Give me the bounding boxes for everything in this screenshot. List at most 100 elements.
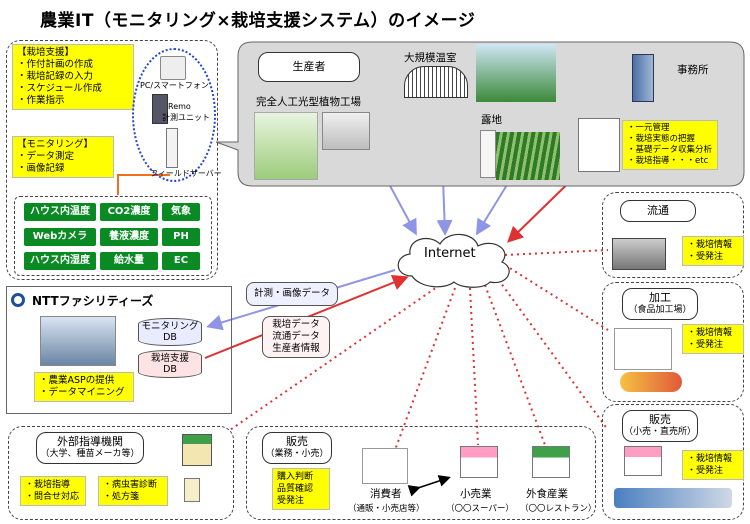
- field-sensor-image: [480, 130, 496, 178]
- external-guidance-box-1: ・栽培指導 ・問合せ対応: [20, 476, 86, 506]
- processing-item: ・受発注: [687, 340, 724, 350]
- truck-factory-icon: [612, 238, 666, 270]
- smartphone-icon: [160, 56, 186, 80]
- measurement-data-label: 計測・画像データ: [246, 282, 338, 306]
- device-phone-label: PC/スマートフォン: [140, 81, 209, 90]
- office-item: ・基礎データ収集分析: [627, 145, 713, 155]
- office-item: ・栽培実態の把握: [627, 134, 696, 144]
- consumer-label: 消費者: [370, 488, 402, 500]
- external-item: ・病虫害診断: [103, 480, 158, 490]
- monitoring-box: 【モニタリング】 ・データ測定 ・画像記録: [12, 136, 114, 178]
- remote-unit-icon: [152, 94, 168, 124]
- cultivation-item: ・作付計画の作成: [17, 59, 94, 70]
- purchase-item: 品質確認: [277, 484, 314, 494]
- purchase-item: 購入判断: [277, 472, 314, 482]
- external-item: ・処方箋: [103, 492, 140, 502]
- external-item: ・栽培指導: [25, 480, 71, 490]
- returned-data-item: 生産者情報: [272, 343, 320, 354]
- sensor-ec: EC: [162, 252, 200, 270]
- retail-sales-label-box: 販売 （小売・直売所）: [622, 410, 698, 442]
- returned-data-item: 栽培データ: [272, 319, 320, 330]
- external-label: 外部指導機関: [57, 435, 123, 448]
- office-item: ・一元管理: [627, 123, 670, 133]
- sensor-weather: 気象: [162, 203, 200, 221]
- returned-data-box: 栽培データ 流通データ 生産者情報: [262, 316, 330, 358]
- returned-data-item: 流通データ: [272, 331, 320, 342]
- external-guidance-panel: [8, 426, 234, 520]
- control-room-image: [40, 316, 116, 366]
- food-service-sub-label: （〇〇レストラン）: [520, 504, 597, 514]
- cultivation-db-line: DB: [163, 364, 177, 375]
- asp-item: ・農業ASPの提供: [39, 375, 115, 386]
- open-field-image: [496, 132, 560, 180]
- distribution-label: 流通: [620, 200, 696, 222]
- ntt-logo-icon: [11, 293, 25, 307]
- field-server-label: フィールドサーバー: [150, 169, 222, 178]
- purchase-decision-box: 購入判断 品質確認 受発注: [272, 468, 330, 510]
- sensor-webcam: Webカメラ: [24, 228, 96, 246]
- monitoring-db: モニタリング DB: [138, 318, 202, 346]
- business-sales-label-box: 販売 （業務・小売）: [262, 432, 332, 464]
- shop-icon: [624, 446, 662, 476]
- external-sub-label: （大学、種苗メーカ等）: [40, 449, 140, 459]
- internet-cloud-icon: [397, 233, 510, 288]
- sensor-grid-frame: [14, 196, 212, 276]
- institution-building-icon: [182, 434, 212, 466]
- business-sales-panel: [246, 426, 596, 520]
- retail-sales-item: ・受発注: [687, 466, 724, 476]
- food-items-icon: [620, 372, 682, 392]
- arrow-field-internet: [475, 179, 511, 236]
- retail-sales-item: ・栽培情報: [687, 454, 733, 464]
- producer-label: 生産者: [258, 52, 360, 82]
- plant-factory-label: 完全人工光型植物工場: [256, 96, 361, 108]
- greenhouse-image: [404, 66, 468, 98]
- ship-plane-icon: [614, 488, 732, 508]
- office-tasks-box: ・一元管理 ・栽培実態の把握 ・基礎データ収集分析 ・栽培指導・・・etc: [622, 120, 718, 170]
- purchase-item: 受発注: [277, 496, 305, 506]
- office-item: ・栽培指導・・・etc: [627, 156, 709, 166]
- distribution-item: ・受発注: [687, 252, 724, 262]
- monitoring-db-line: DB: [163, 332, 177, 343]
- distribution-info-box: ・栽培情報 ・受発注: [682, 236, 744, 266]
- asp-item: ・データマイニング: [39, 387, 125, 398]
- office-building-icon: [632, 54, 654, 102]
- sensor-house-temperature: ハウス内温度: [24, 203, 96, 221]
- ntt-logo-text: NTTファシリティーズ: [32, 294, 154, 308]
- ntt-panel: [6, 286, 232, 414]
- processing-item: ・栽培情報: [687, 328, 733, 338]
- sensor-co2: CO2濃度: [100, 203, 158, 221]
- internet-label: Internet: [424, 246, 476, 261]
- cultivation-item: ・作業指示: [17, 95, 65, 106]
- distribution-item: ・栽培情報: [687, 240, 733, 250]
- business-sales-sub-label: （業務・小売）: [265, 449, 329, 459]
- remote-unit-label-1: Remo: [168, 102, 191, 111]
- external-item: ・問合せ対応: [25, 492, 80, 502]
- device-oval: [132, 48, 216, 182]
- processing-label: 加工: [649, 291, 671, 304]
- retail-sub-label: （〇〇スーパー）: [446, 504, 514, 514]
- processing-label-box: 加工 （食品加工場）: [622, 288, 698, 320]
- external-label-box: 外部指導機関 （大学、種苗メーカ等）: [36, 432, 144, 464]
- greenhouse-interior-image: [476, 44, 556, 102]
- sensor-water-supply: 給水量: [100, 252, 158, 270]
- restaurant-icon: [532, 446, 570, 478]
- cultivation-db-line: 栽培支援: [150, 353, 189, 364]
- open-field-label: 露地: [481, 114, 502, 126]
- asp-services-box: ・農業ASPの提供 ・データマイニング: [34, 372, 134, 402]
- field-system-panel: [6, 40, 218, 280]
- sensor-house-humidity: ハウス内湿度: [24, 252, 96, 270]
- cultivation-support-heading: 【栽培支援】: [17, 47, 75, 58]
- business-sales-label: 販売: [286, 435, 308, 448]
- retail-store-icon: [460, 446, 498, 478]
- retail-sales-info-box: ・栽培情報 ・受発注: [682, 450, 744, 480]
- external-guidance-box-2: ・病虫害診断 ・処方箋: [98, 476, 168, 506]
- factory-building-image: [322, 112, 370, 150]
- food-service-label: 外食産業: [526, 488, 568, 500]
- retail-label: 小売業: [460, 488, 492, 500]
- cultivation-item: ・スケジュール作成: [17, 83, 102, 94]
- office-label: 事務所: [677, 64, 709, 76]
- consumer-sub-label: （通販・小売店等）: [348, 504, 425, 514]
- processing-sub-label: （食品加工場）: [628, 305, 692, 315]
- monitoring-heading: 【モニタリング】: [17, 139, 94, 150]
- consumer-icon: [362, 448, 408, 484]
